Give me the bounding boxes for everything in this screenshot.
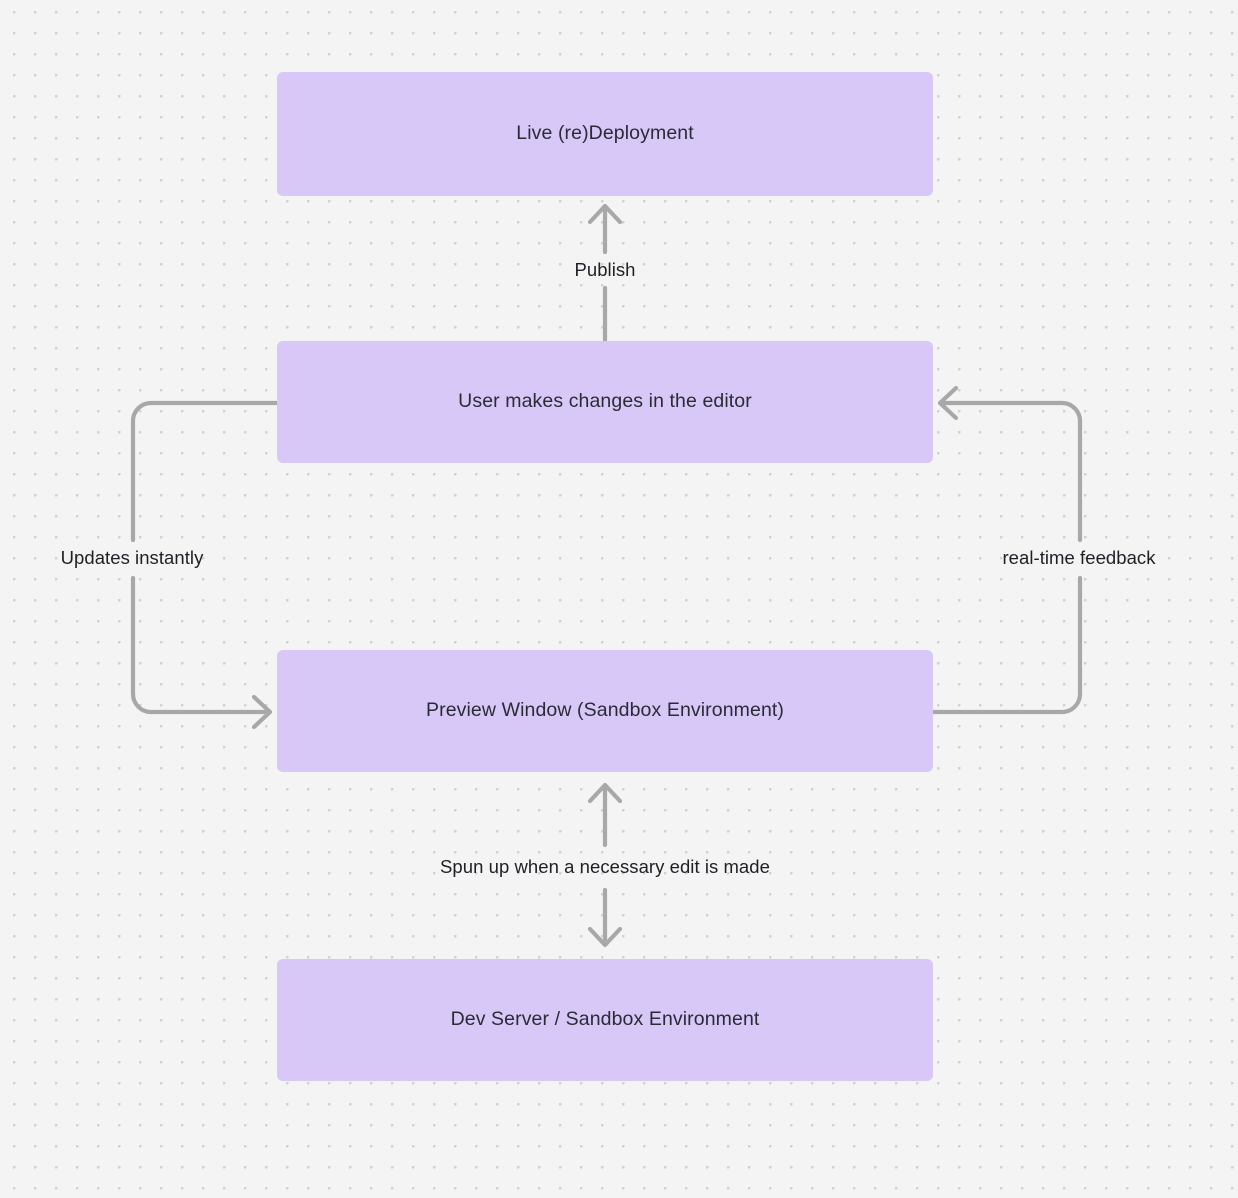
node-label: Preview Window (Sandbox Environment) xyxy=(426,699,784,722)
arrowhead-down xyxy=(587,926,623,948)
node-dev-server[interactable]: Dev Server / Sandbox Environment xyxy=(277,959,933,1081)
node-label: User makes changes in the editor xyxy=(458,390,752,413)
node-user-edits[interactable]: User makes changes in the editor xyxy=(277,341,933,463)
arrowhead-up xyxy=(587,782,623,804)
edge-label-updates-instantly: Updates instantly xyxy=(60,546,204,568)
edge-label-real-time-feedback: real-time feedback xyxy=(1002,546,1156,568)
node-label: Dev Server / Sandbox Environment xyxy=(450,1008,760,1031)
edge-label-publish: Publish xyxy=(574,258,636,280)
node-label: Live (re)Deployment xyxy=(516,122,694,145)
arrowhead-left xyxy=(937,385,959,421)
arrowhead-right xyxy=(251,694,273,730)
node-preview-window[interactable]: Preview Window (Sandbox Environment) xyxy=(277,650,933,772)
arrowhead-up xyxy=(587,203,623,225)
node-live-deployment[interactable]: Live (re)Deployment xyxy=(277,72,933,196)
edge-label-spun-up: Spun up when a necessary edit is made xyxy=(440,855,770,877)
